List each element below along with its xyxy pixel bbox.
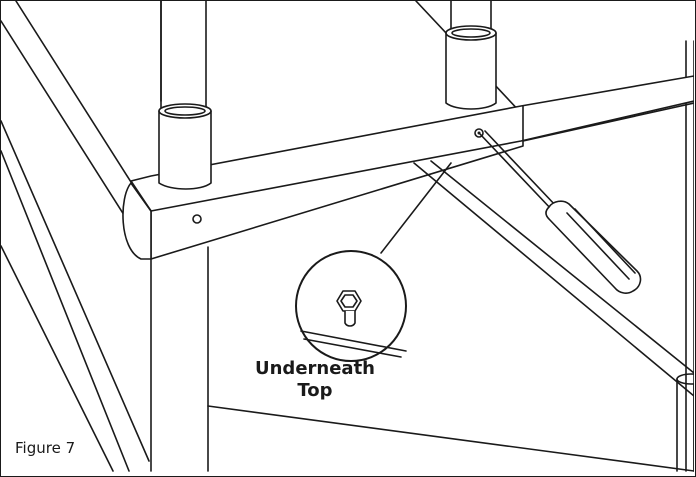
front-left-leg xyxy=(150,246,209,472)
callout-label-line1: Underneath xyxy=(255,358,375,379)
screwdriver xyxy=(479,130,642,294)
right-leg-sleeve xyxy=(445,1,497,110)
callout-label: Underneath Top xyxy=(245,358,385,402)
lower-shelf-edge xyxy=(207,160,694,472)
callout-leader xyxy=(380,162,452,254)
right-upright xyxy=(685,40,694,472)
left-side-panel xyxy=(1,120,150,472)
left-leg-sleeve xyxy=(158,1,212,190)
table-top-frame xyxy=(1,1,524,227)
front-rail xyxy=(122,75,694,260)
callout-label-line2: Top xyxy=(297,380,333,401)
figure-label: Figure 7 xyxy=(15,439,76,457)
callout-magnifier xyxy=(295,250,407,362)
